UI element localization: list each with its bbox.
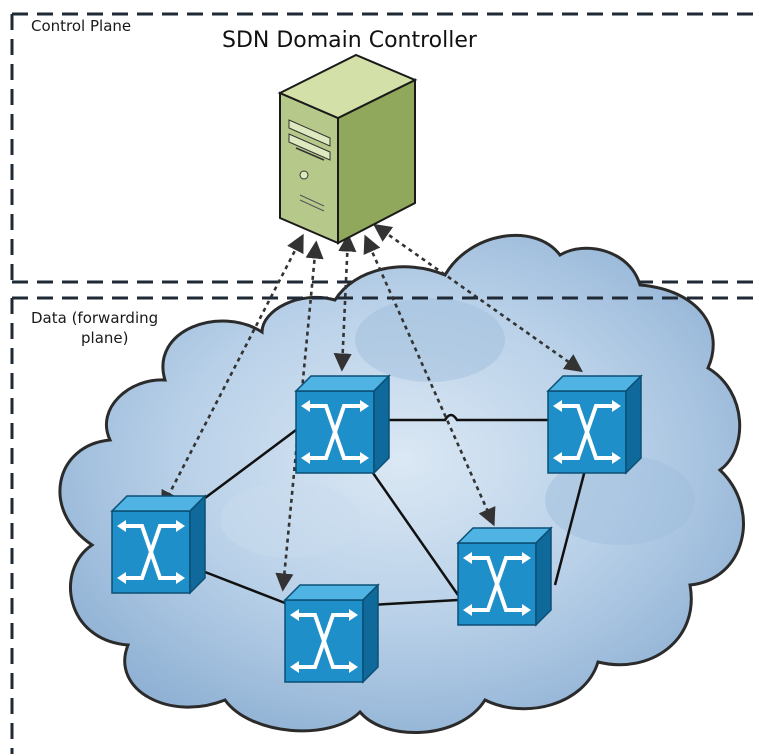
server-tower-icon (277, 53, 418, 245)
control-links (161, 223, 583, 592)
network-switch-icon (283, 583, 380, 684)
switch-1 (110, 494, 207, 595)
data-plane-label-line1: Data (forwarding (31, 309, 159, 327)
data-plane-region (10, 296, 761, 754)
link-s3-s5 (369, 598, 459, 607)
controller-title: SDN Domain Controller (222, 28, 477, 53)
switch-5 (456, 526, 553, 627)
network-switch-icon (456, 526, 553, 627)
link-s4-s5 (553, 469, 587, 586)
switch-3 (283, 583, 380, 684)
control-link-s2 (333, 233, 357, 372)
cloud-puff (220, 482, 360, 558)
data-plane-label: Data (forwarding plane) (31, 308, 191, 348)
link-s1-s3 (204, 570, 286, 605)
control-link-s4 (373, 223, 583, 373)
control-plane-label: Control Plane (31, 17, 132, 35)
control-plane-region (10, 12, 761, 284)
network-switch-icon (110, 494, 207, 595)
data-plane-label-line2: plane) (81, 329, 129, 347)
control-link-s3 (275, 240, 324, 592)
network-switch-icon (546, 374, 643, 475)
switch-2 (294, 374, 391, 475)
network-switch-icon (294, 374, 391, 475)
cloud-puff (355, 298, 505, 382)
switch-4 (546, 374, 643, 475)
